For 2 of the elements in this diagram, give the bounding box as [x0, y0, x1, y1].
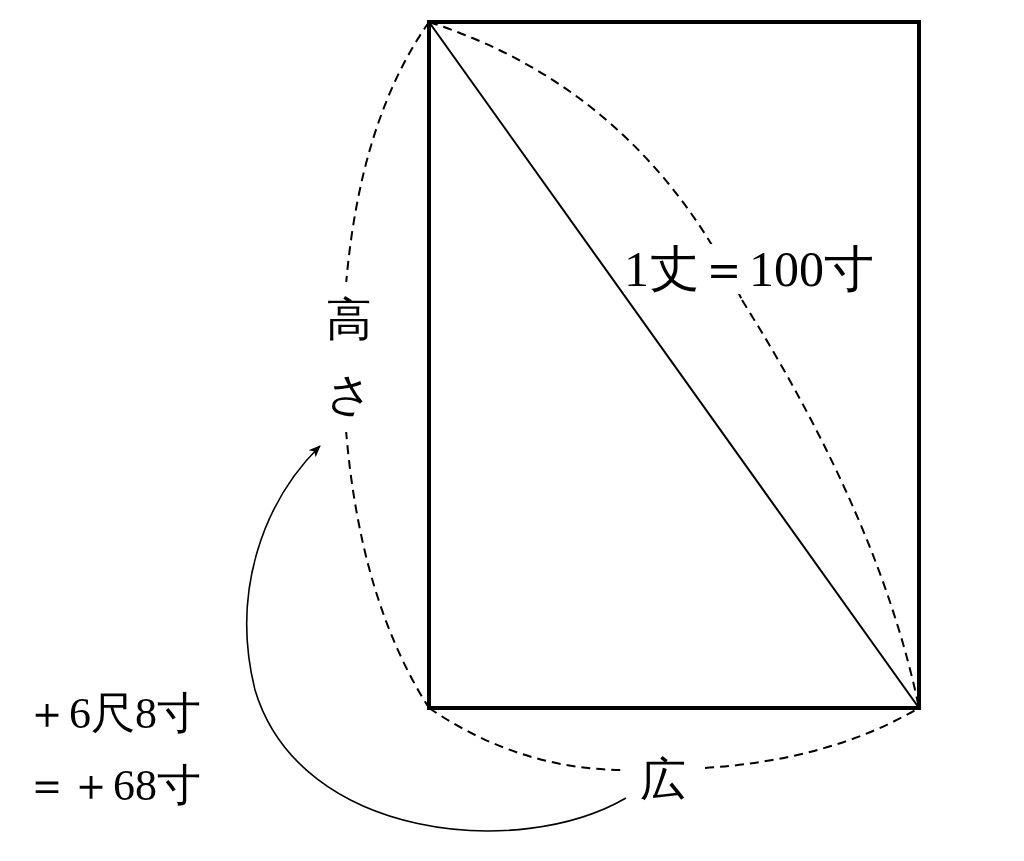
- dimension-label: 1丈＝100寸: [624, 244, 874, 294]
- curved-arrow: [246, 445, 627, 832]
